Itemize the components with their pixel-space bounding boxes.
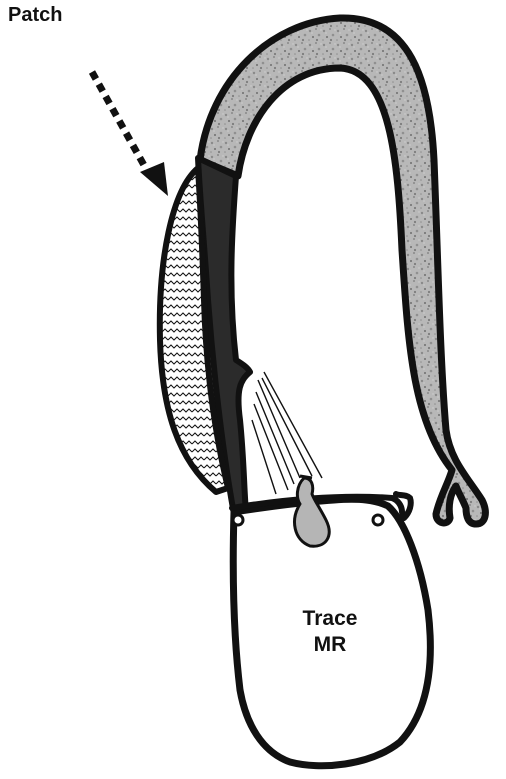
- dashed-arrow-icon: [92, 72, 168, 196]
- trace-label-line2: MR: [285, 632, 375, 658]
- trace-label-line1: Trace: [285, 606, 375, 632]
- chordae: [252, 372, 322, 494]
- annulus-node-right: [373, 515, 383, 525]
- trace-mr-label: Trace MR: [285, 606, 375, 658]
- patch-label: Patch: [8, 4, 62, 27]
- leaflet-tip-line: [300, 476, 312, 478]
- annulus-node-left: [233, 515, 243, 525]
